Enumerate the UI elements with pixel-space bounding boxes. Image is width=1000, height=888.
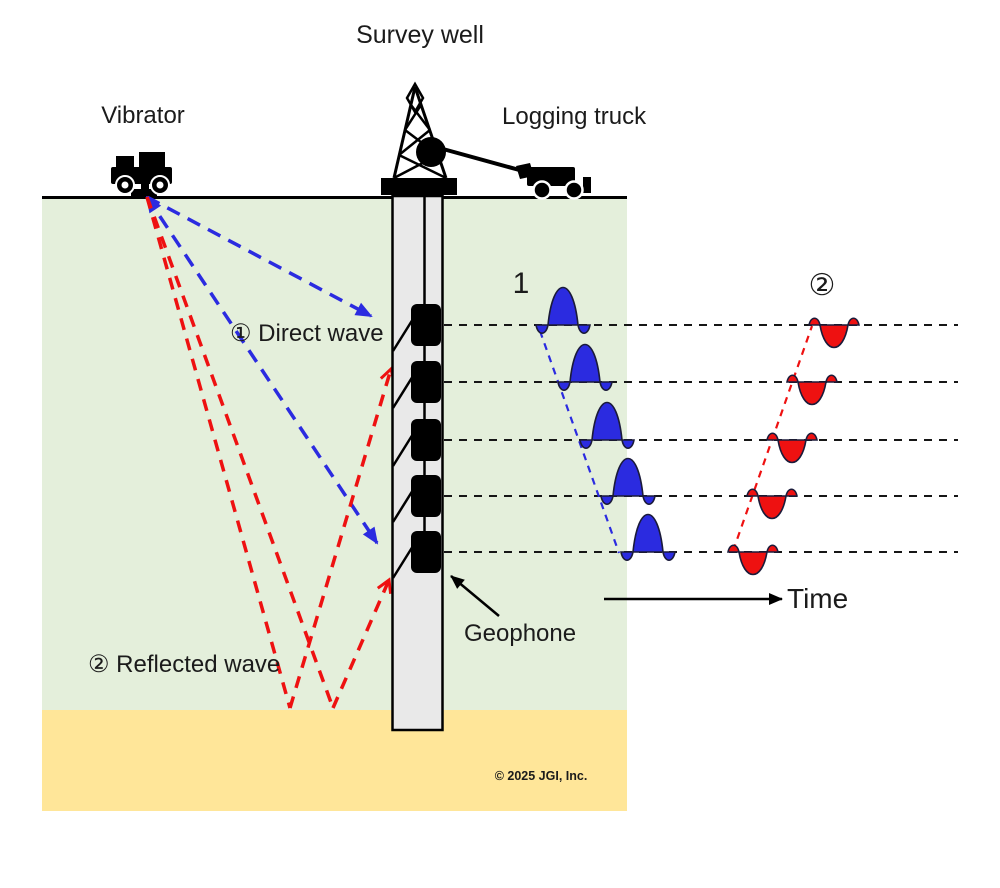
direct-wave-label: ① Direct wave	[230, 320, 384, 347]
vibrator-wheel-hub	[156, 181, 164, 189]
wellhead	[381, 178, 457, 195]
reflected-wavelet	[727, 544, 779, 576]
geophone	[411, 531, 441, 573]
vibrator-stem	[141, 183, 149, 192]
direct-wave-ray	[145, 195, 379, 545]
geophone-pointer-arrow	[450, 575, 500, 617]
direct-wavelet	[579, 402, 635, 450]
direct-panel-label: 1	[513, 267, 530, 300]
direct-wavelet	[600, 458, 656, 506]
wavelet-traces	[535, 287, 860, 576]
geophone	[411, 304, 441, 346]
geophone	[411, 475, 441, 517]
direct-wavelet	[620, 514, 676, 562]
direct-onset-line	[538, 330, 621, 554]
truck-wheel	[564, 180, 584, 200]
derrick-left-leg	[392, 86, 417, 179]
reflected-wave-ray-up	[331, 577, 393, 709]
geophone-label: Geophone	[464, 620, 576, 647]
vibrator-label: Vibrator	[101, 102, 185, 129]
geophone	[411, 419, 441, 461]
page-title: Survey well	[356, 21, 484, 49]
vibrator-baseplate	[131, 189, 157, 196]
geophone-string	[391, 196, 441, 579]
well-casing	[391, 194, 444, 732]
geophone	[411, 361, 441, 403]
vibrator-cab	[116, 156, 134, 170]
direct-wavelet	[557, 344, 613, 392]
vibrator-engine	[139, 152, 165, 170]
trace-level-lines	[444, 324, 958, 553]
reflected-wave-ray-down	[145, 196, 292, 709]
seismic-rays	[145, 195, 396, 709]
direct-wavelet	[535, 287, 591, 335]
reflected-panel-label: ②	[809, 269, 836, 302]
lower-layer-reflector	[42, 710, 627, 811]
vibrator-truck	[111, 152, 172, 196]
logging-cable	[442, 147, 524, 173]
reflected-wavelet	[786, 374, 838, 406]
logging-truck	[516, 163, 591, 200]
vibrator-wheel-hub	[121, 181, 129, 189]
reflected-wavelet	[746, 488, 798, 520]
derrick-pulley	[416, 137, 446, 167]
reflected-wavelet	[766, 432, 818, 464]
copyright-text: © 2025 JGI, Inc.	[495, 769, 588, 783]
reflected-wave-ray-up	[288, 366, 396, 709]
reflected-wave-ray-down	[145, 196, 335, 709]
logging-truck-label: Logging truck	[502, 103, 647, 130]
reflected-wave-label: ② Reflected wave	[88, 651, 280, 678]
truck-wheel	[532, 180, 552, 200]
time-axis-label: Time	[787, 583, 848, 614]
reflected-wavelet	[808, 317, 860, 349]
